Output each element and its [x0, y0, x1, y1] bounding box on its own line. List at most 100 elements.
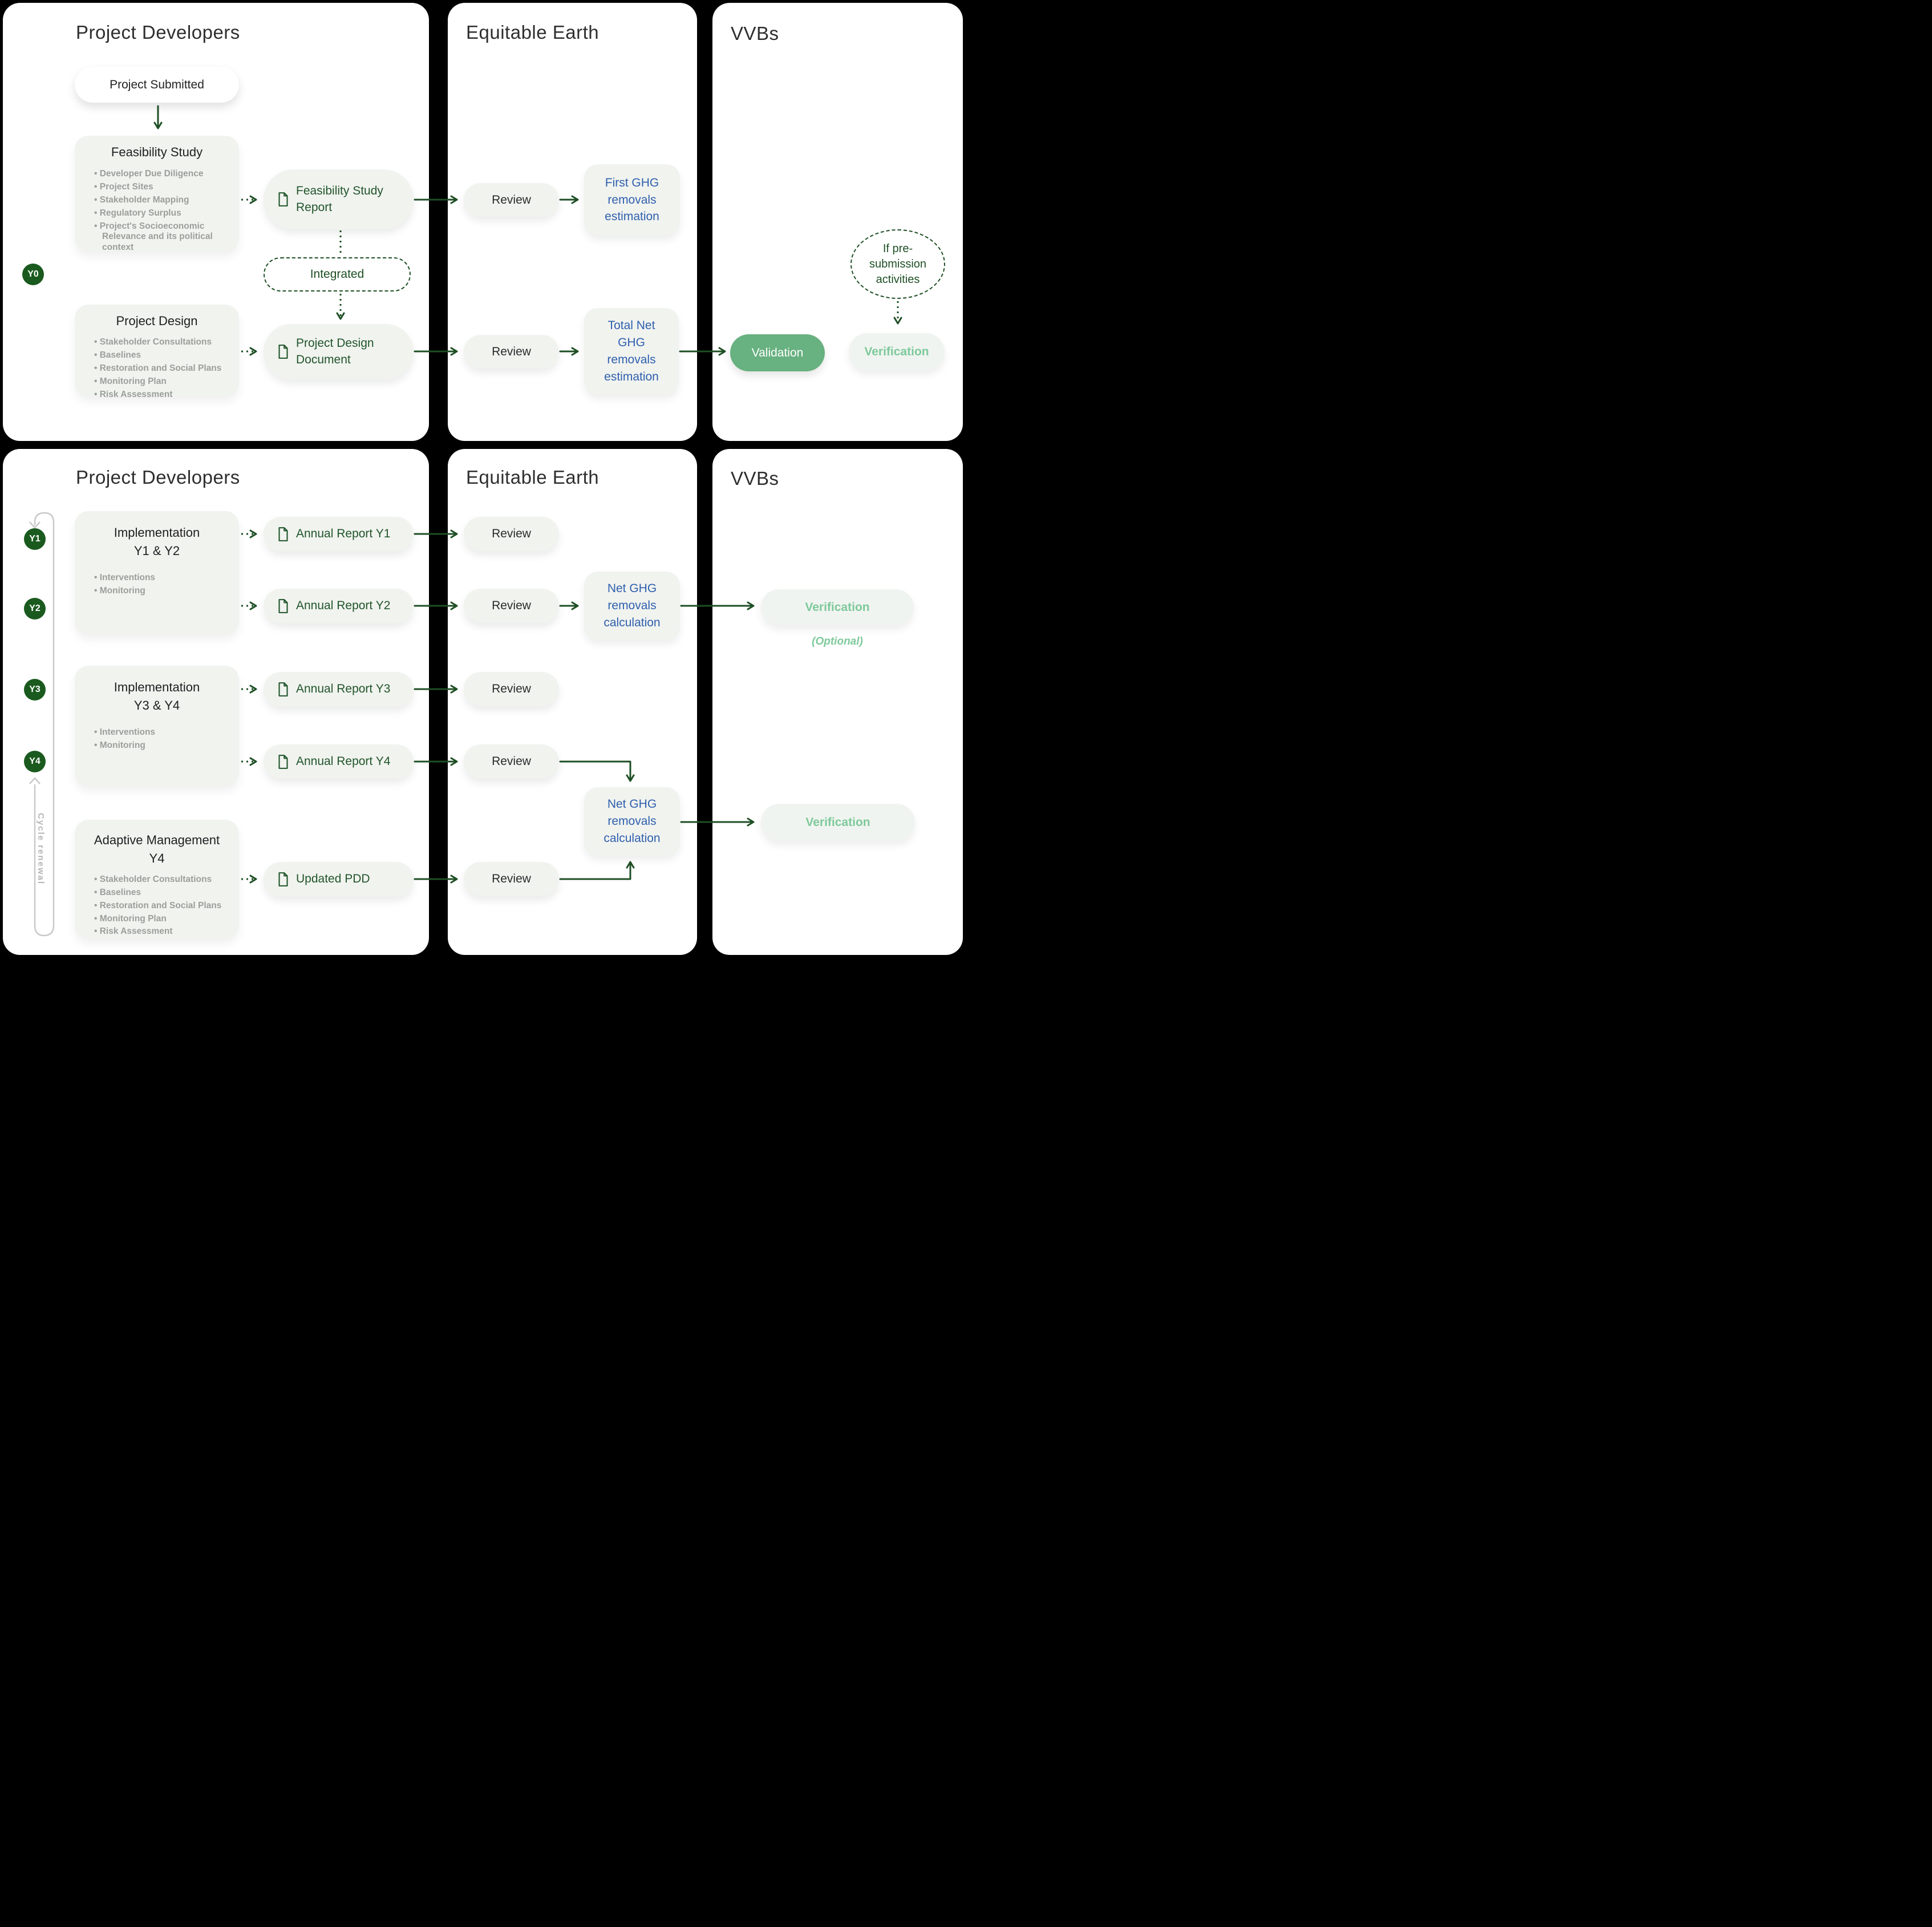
document-icon — [278, 527, 288, 541]
review-label: Review — [492, 682, 531, 695]
title-equitable-earth-top: Equitable Earth — [466, 22, 600, 43]
updated-pdd-label: Updated PDD — [296, 872, 370, 886]
project-design-item: Stakeholder Consultations — [94, 337, 229, 348]
annual-report-y2-pill: Annual Report Y2 — [264, 589, 414, 624]
project-design-document-pill: Project Design Document — [264, 324, 414, 379]
feasibility-item: Project's Socioeconomic Relevance and it… — [94, 221, 229, 254]
verification-label: Verification — [805, 815, 870, 829]
review-pill-top-2: Review — [464, 335, 559, 369]
feasibility-study-title: Feasibility Study — [111, 145, 203, 159]
project-submitted-label: Project Submitted — [110, 78, 204, 91]
feasibility-item: Regulatory Surplus — [94, 208, 229, 219]
validation-label: Validation — [751, 346, 804, 359]
annual-report-y4-label: Annual Report Y4 — [296, 754, 391, 768]
integrated-label: Integrated — [310, 268, 364, 281]
verification-optional-pill: Verification — [761, 589, 914, 625]
net-ghg-calculation-box-1: Net GHG removals calculation — [584, 572, 680, 640]
adaptive-item: Restoration and Social Plans — [94, 901, 229, 912]
document-icon — [278, 754, 288, 769]
review-label: Review — [492, 872, 531, 885]
review-pill-y1: Review — [464, 517, 559, 551]
project-design-item: Monitoring Plan — [94, 377, 229, 387]
title-project-developers-bottom: Project Developers — [76, 467, 240, 488]
impl-y34-subtitle: Y3 & Y4 — [133, 698, 180, 712]
impl-y12-subtitle: Y1 & Y2 — [133, 543, 180, 558]
y4-badge-label: Y4 — [29, 756, 40, 766]
review-label: Review — [492, 193, 531, 207]
annual-report-y3-pill: Annual Report Y3 — [264, 672, 414, 707]
review-pill-y4: Review — [464, 744, 559, 779]
adaptive-management-box: Adaptive Management Y4 Stakeholder Consu… — [75, 820, 239, 938]
project-design-item: Risk Assessment — [94, 390, 229, 400]
project-design-title: Project Design — [116, 314, 198, 328]
adaptive-item: Risk Assessment — [94, 926, 229, 937]
review-label: Review — [492, 755, 531, 768]
first-ghg-label: First GHG removals estimation — [605, 176, 659, 224]
title-equitable-earth-bottom: Equitable Earth — [466, 467, 600, 488]
document-icon — [278, 345, 288, 359]
integrated-pill: Integrated — [264, 257, 411, 292]
review-pill-top-1: Review — [464, 183, 559, 217]
flowchart-canvas: Project Developers Equitable Earth VVBs … — [0, 0, 966, 963]
feasibility-item: Project Sites — [94, 182, 229, 193]
y1-badge-label: Y1 — [29, 534, 40, 544]
net-ghg-1-label: Net GHG removals calculation — [604, 582, 661, 629]
if-pre-submission-label: If pre-submission activities — [869, 242, 927, 286]
annual-report-y1-pill: Annual Report Y1 — [264, 517, 414, 552]
review-pill-y3: Review — [464, 672, 559, 706]
project-design-item: Baselines — [94, 350, 229, 361]
net-ghg-calculation-box-2: Net GHG removals calculation — [584, 787, 680, 856]
feasibility-report-pill: Feasibility Study Report — [264, 169, 414, 229]
review-pill-y2: Review — [464, 589, 559, 623]
panel-bottom-right — [712, 449, 963, 955]
document-icon — [278, 682, 288, 697]
project-design-document-label: Project Design Document — [296, 337, 374, 366]
validation-pill: Validation — [730, 334, 825, 371]
optional-note: (Optional) — [812, 635, 863, 647]
document-icon — [278, 599, 288, 613]
adaptive-item: Monitoring Plan — [94, 914, 229, 925]
feasibility-study-box: Feasibility Study Developer Due Diligenc… — [75, 136, 239, 252]
cycle-renewal-label: Cycle renewal — [36, 813, 46, 885]
feasibility-item: Stakeholder Mapping — [94, 195, 229, 206]
document-icon — [278, 872, 288, 886]
annual-report-y1-label: Annual Report Y1 — [296, 527, 391, 541]
verification-label: Verification — [864, 345, 929, 358]
verification-label: Verification — [805, 600, 870, 614]
year-badge-y4: Y4 — [24, 751, 46, 772]
verification-pill-2: Verification — [761, 804, 915, 841]
implementation-y1-y2-box: Implementation Y1 & Y2 Interventions Mon… — [75, 511, 239, 634]
implementation-y3-y4-box: Implementation Y3 & Y4 Interventions Mon… — [75, 666, 239, 786]
year-badge-y3: Y3 — [24, 679, 46, 701]
year-badge-y1: Y1 — [24, 528, 46, 550]
impl-y12-title: Implementation — [114, 525, 200, 540]
annual-report-y4-pill: Annual Report Y4 — [264, 744, 414, 779]
review-label: Review — [492, 527, 531, 540]
feasibility-report-label: Feasibility Study Report — [296, 184, 383, 214]
impl-y34-item: Interventions — [94, 727, 229, 738]
project-submitted-pill: Project Submitted — [75, 67, 239, 103]
y3-badge-label: Y3 — [29, 685, 40, 694]
impl-y12-item: Interventions — [94, 573, 229, 584]
review-label: Review — [492, 599, 531, 612]
annual-report-y2-label: Annual Report Y2 — [296, 599, 391, 613]
y0-badge-label: Y0 — [27, 269, 39, 279]
title-vvbs-bottom: VVBs — [731, 468, 779, 489]
adaptive-item: Baselines — [94, 888, 229, 898]
if-pre-submission-circle: If pre-submission activities — [850, 229, 945, 299]
panel-top-right — [712, 3, 963, 441]
title-project-developers-top: Project Developers — [76, 22, 240, 43]
adaptive-item: Stakeholder Consultations — [94, 875, 229, 885]
total-net-ghg-label: Total Net GHG removals estimation — [604, 319, 659, 383]
review-label: Review — [492, 345, 531, 358]
adaptive-subtitle: Y4 — [149, 851, 165, 865]
impl-y34-item: Monitoring — [94, 740, 229, 751]
total-net-ghg-estimation-box: Total Net GHG removals estimation — [584, 308, 679, 395]
title-vvbs-top: VVBs — [731, 23, 779, 44]
impl-y34-title: Implementation — [114, 680, 200, 694]
review-pill-updated-pdd: Review — [464, 862, 559, 896]
project-design-box: Project Design Stakeholder Consultations… — [75, 305, 239, 399]
year-badge-y0: Y0 — [22, 264, 44, 285]
updated-pdd-pill: Updated PDD — [264, 862, 414, 897]
verification-pill-top: Verification — [849, 333, 945, 370]
